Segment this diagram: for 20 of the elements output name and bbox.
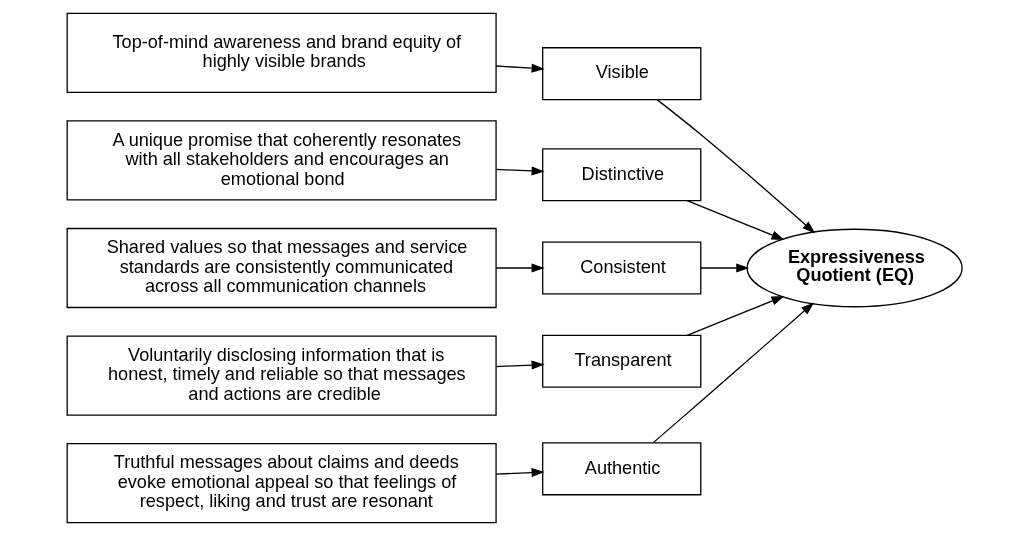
arrow: [699, 263, 749, 273]
arrow: [495, 63, 545, 73]
arrow: [495, 166, 545, 176]
arrow: [495, 468, 545, 478]
arrow: [495, 360, 545, 370]
node-box: Shared values so that messages and service standards are consistently communicated across all communication channels: [66, 227, 497, 309]
node-box: Truthful messages about claims and deeds evoke emotional appeal so that feelings of respect, liking and trust are resonant: [66, 442, 497, 524]
arrow: [652, 302, 814, 444]
node-box: Top-of-mind awareness and brand equity of highly visible brands: [66, 12, 497, 94]
node-box: Distinctive: [541, 148, 701, 202]
node-box: Transparent: [541, 334, 701, 388]
node-box: Visible: [541, 47, 701, 101]
arrow: [686, 295, 784, 336]
node-box: Consistent: [541, 241, 701, 295]
node-box: Voluntarily disclosing information that is honest, timely and reliable so that messages and actions are credible: [66, 335, 497, 416]
arrow: [686, 200, 784, 241]
arrow: [655, 98, 815, 234]
node-box: Authentic: [541, 442, 701, 496]
arrow: [495, 263, 545, 273]
node-box: A unique promise that coherently resonates with all stakeholders and encourages an emotional bond: [66, 120, 497, 201]
